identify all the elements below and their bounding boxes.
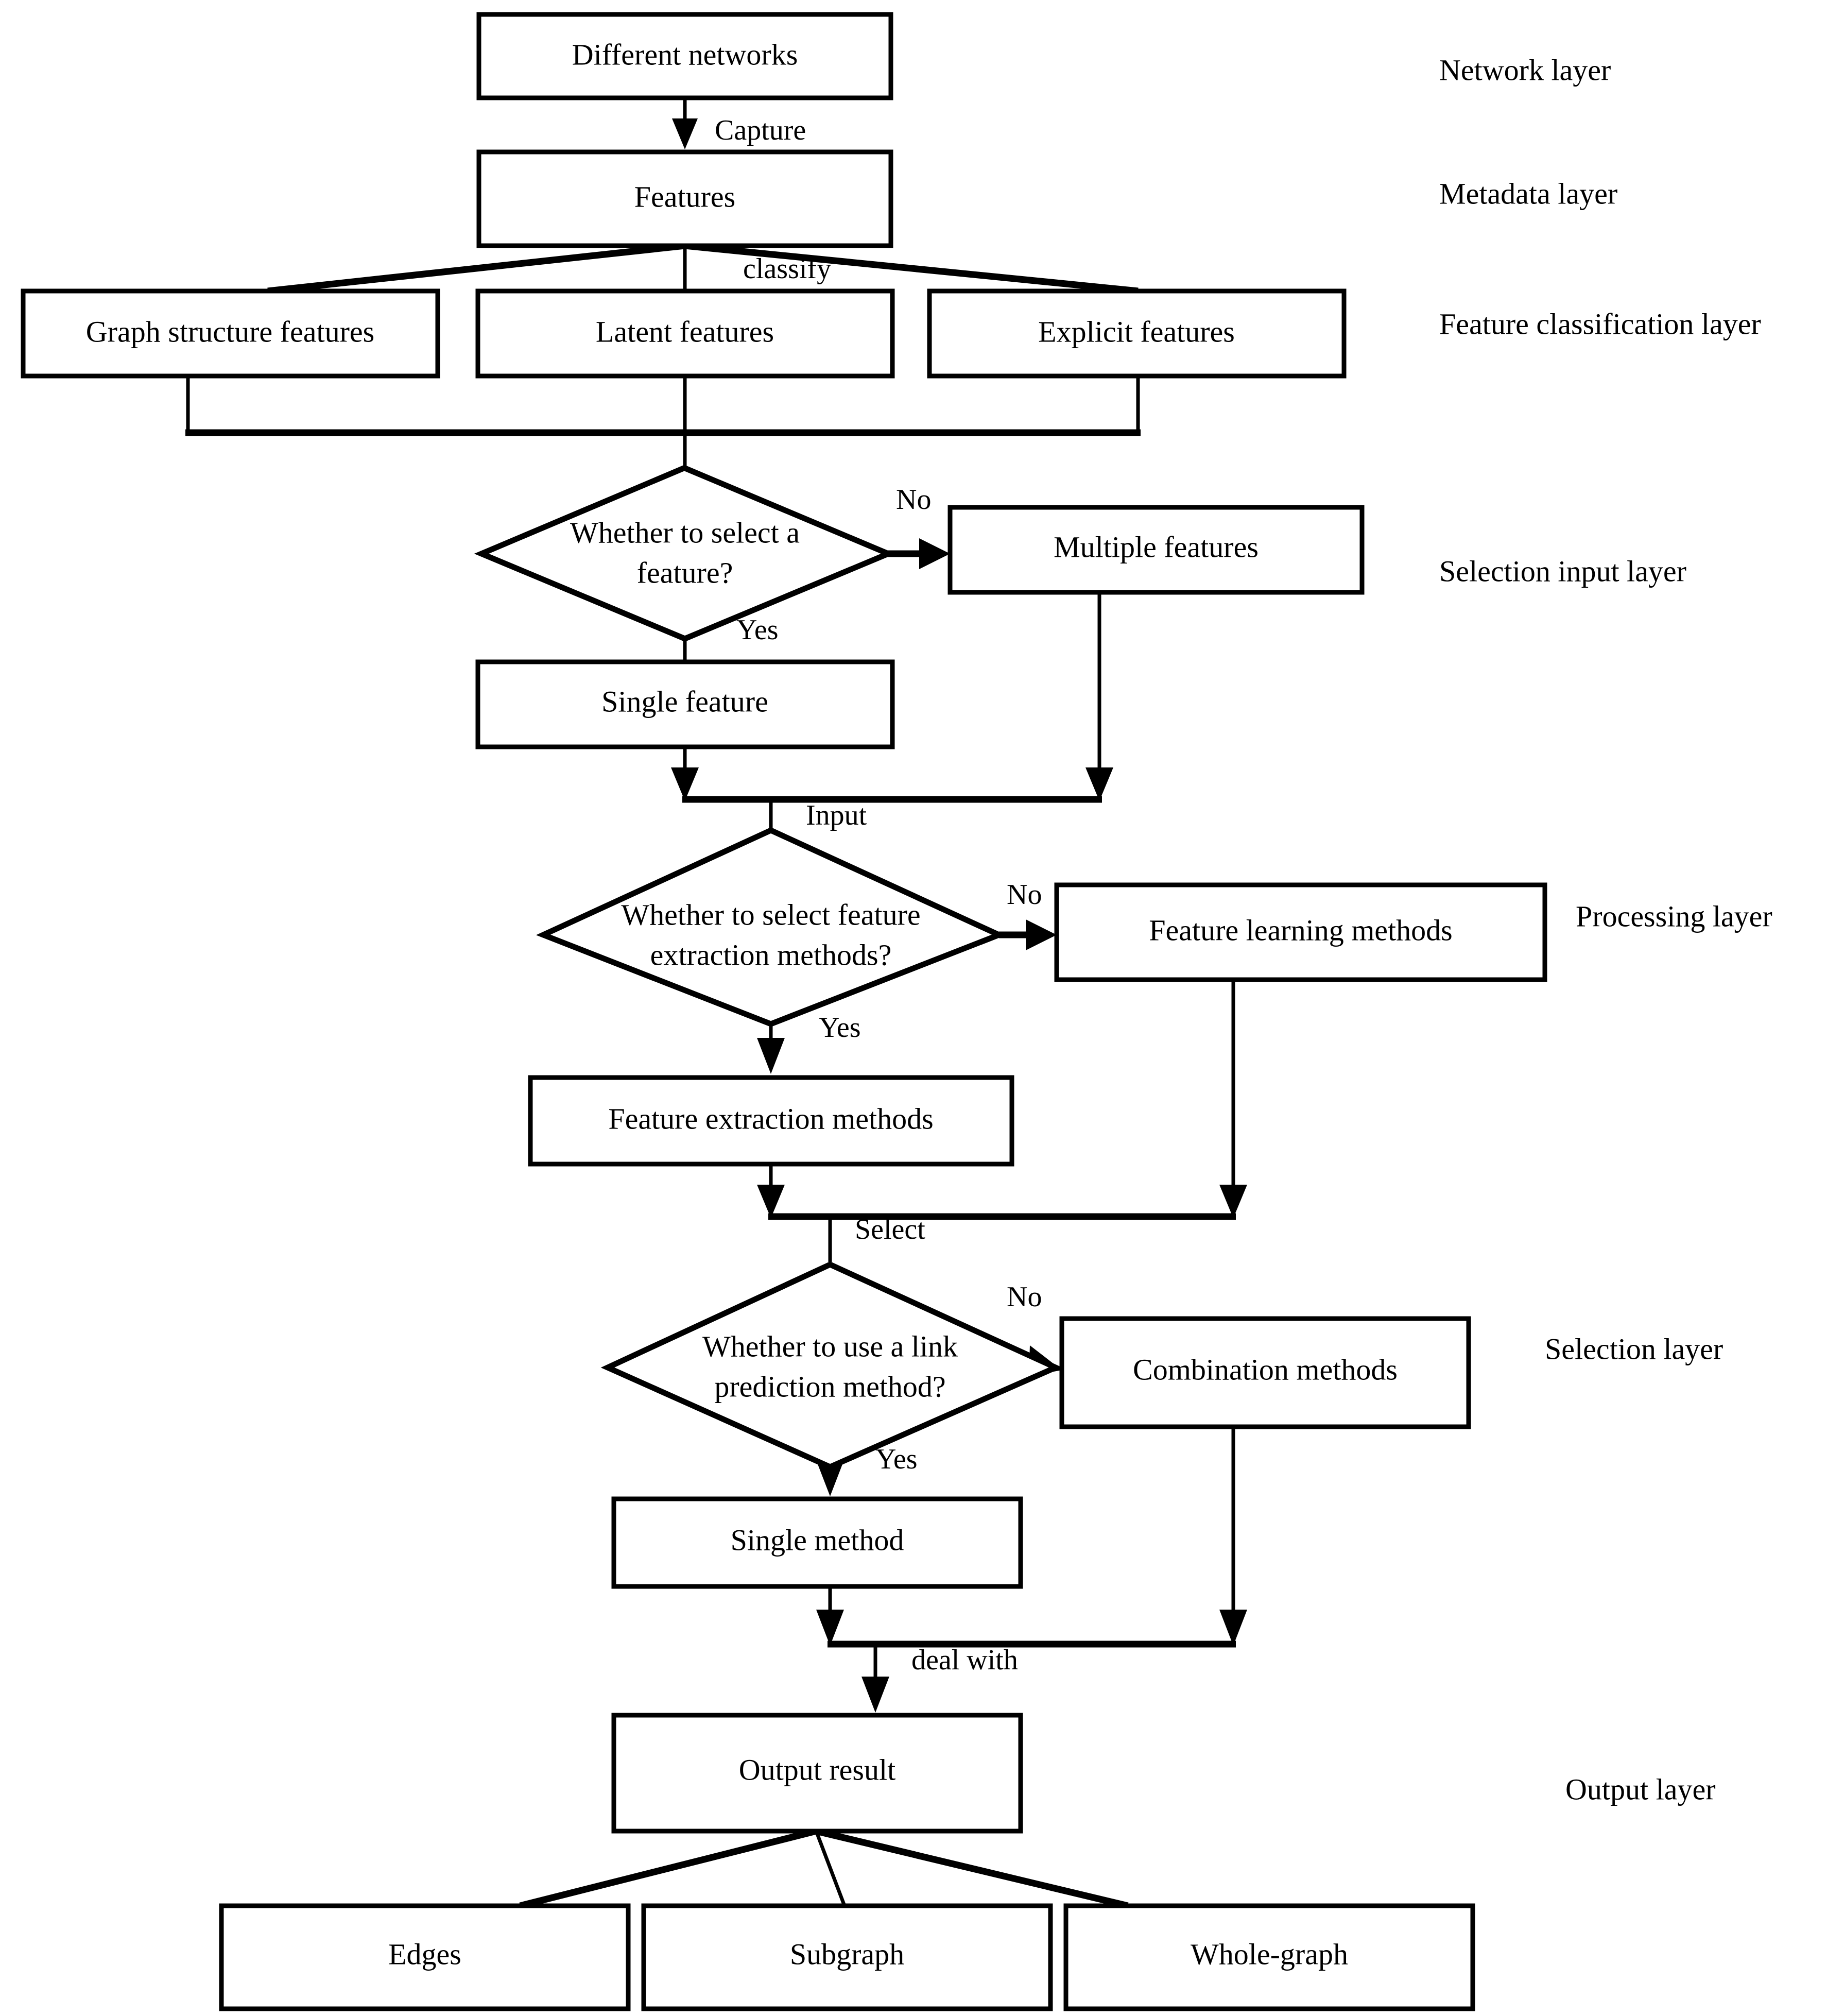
node-whole-graph-out[interactable]	[1063, 1903, 1475, 2011]
node-label-whether-select-extraction-line2: extraction methods?	[650, 938, 892, 971]
node-label-feature-extraction-methods: Feature extraction methods	[608, 1102, 933, 1135]
edge-label-no-2: No	[1007, 879, 1042, 911]
node-label-output-result: Output result	[739, 1753, 895, 1786]
edge-output-to-results	[519, 1827, 1129, 1909]
node-features[interactable]	[476, 149, 893, 248]
edge-label-capture: Capture	[715, 114, 806, 146]
node-label-whether-select-feature-line1: Whether to select a	[570, 516, 800, 549]
node-different-networks[interactable]	[476, 12, 893, 100]
node-subgraph-out[interactable]	[641, 1903, 1053, 2011]
edge-learning-down	[768, 980, 1247, 1220]
node-label-different-networks: Different networks	[572, 38, 798, 71]
edge-multiplefeatures-down	[682, 592, 1113, 803]
node-label-whether-use-link-prediction-line1: Whether to use a link	[702, 1329, 958, 1363]
edge-networks-to-features	[672, 98, 698, 149]
node-explicit-features[interactable]	[927, 288, 1347, 379]
edge-label-no-1: No	[896, 484, 931, 516]
node-edges-out[interactable]	[219, 1903, 631, 2011]
node-graph-structure-features[interactable]	[21, 288, 440, 379]
node-label-single-feature: Single feature	[601, 685, 768, 718]
node-label-single-method: Single method	[731, 1523, 904, 1557]
node-combination-methods[interactable]	[1059, 1316, 1471, 1429]
edge-diamond2-no	[999, 919, 1057, 950]
edge-label-input: Input	[806, 799, 867, 831]
edge-diamond2-yes	[757, 1022, 785, 1074]
layer-label-output: Output layer	[1565, 1772, 1716, 1806]
layer-label-feature-classification: Feature classification layer	[1439, 307, 1761, 340]
node-label-whether-select-feature-line2: feature?	[637, 556, 733, 589]
edge-classes-to-diamond1	[185, 376, 1141, 466]
edge-features-to-classes	[267, 242, 1139, 295]
edge-label-select: Select	[855, 1214, 925, 1245]
layer-label-selection-input: Selection input layer	[1439, 554, 1686, 588]
node-single-feature[interactable]	[475, 659, 895, 749]
node-latent-features[interactable]	[475, 288, 895, 379]
node-label-whether-select-extraction-line1: Whether to select feature	[621, 898, 920, 931]
layer-label-metadata: Metadata layer	[1439, 177, 1617, 210]
node-label-combination-methods: Combination methods	[1133, 1353, 1398, 1386]
node-whether-select-extraction[interactable]	[536, 827, 1007, 1027]
edge-singlemethod-down	[816, 1586, 844, 1646]
node-single-method[interactable]	[611, 1496, 1023, 1589]
edge-singlefeature-down	[671, 747, 699, 801]
node-label-latent-features: Latent features	[596, 315, 774, 348]
node-whether-select-feature[interactable]	[474, 465, 896, 642]
layer-label-processing: Processing layer	[1576, 899, 1772, 933]
layer-label-network: Network layer	[1439, 53, 1611, 87]
edge-label-yes-2: Yes	[819, 1012, 860, 1044]
edge-label-deal-with: deal with	[911, 1644, 1018, 1676]
edge-label-no-3: No	[1007, 1281, 1042, 1313]
node-label-whole-graph-out: Whole-graph	[1191, 1937, 1348, 1971]
node-label-edges-out: Edges	[388, 1937, 461, 1971]
edge-combination-down	[828, 1427, 1247, 1648]
node-label-features: Features	[634, 180, 736, 213]
node-label-whether-use-link-prediction-line2: prediction method?	[714, 1370, 945, 1403]
node-feature-extraction-methods[interactable]	[528, 1075, 1014, 1167]
node-whether-use-link-prediction[interactable]	[600, 1261, 1063, 1471]
edge-bus-to-output	[861, 1644, 889, 1713]
edge-label-yes-1: Yes	[736, 614, 778, 646]
edge-label-yes-3: Yes	[875, 1443, 917, 1475]
node-label-subgraph-out: Subgraph	[790, 1937, 904, 1971]
node-output-result[interactable]	[611, 1713, 1023, 1834]
node-label-graph-structure-features: Graph structure features	[86, 315, 374, 348]
layer-label-selection: Selection layer	[1545, 1332, 1723, 1365]
node-multiple-features[interactable]	[947, 505, 1365, 595]
node-label-explicit-features: Explicit features	[1038, 315, 1235, 348]
edge-label-classify: classify	[743, 253, 831, 285]
node-label-feature-learning-methods: Feature learning methods	[1149, 913, 1453, 947]
node-label-multiple-features: Multiple features	[1054, 530, 1259, 563]
edge-extraction-down	[757, 1164, 785, 1218]
node-feature-learning-methods[interactable]	[1054, 882, 1547, 982]
